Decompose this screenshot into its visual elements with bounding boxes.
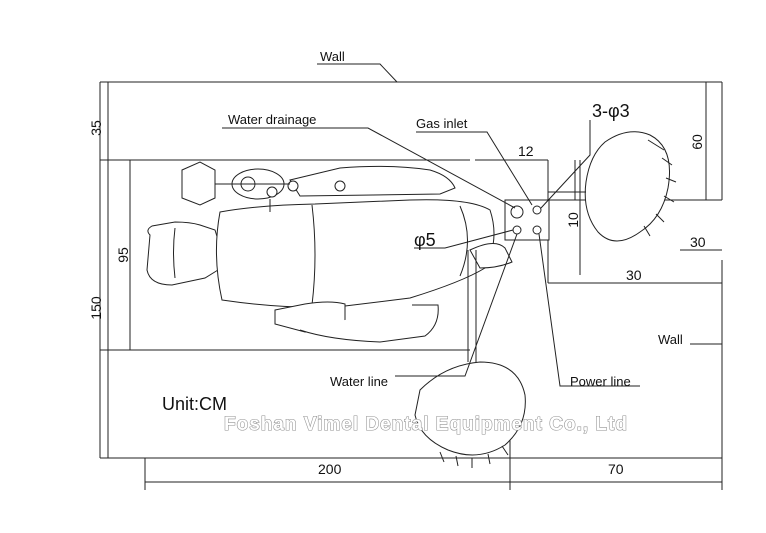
doctor-tray bbox=[548, 131, 677, 242]
water-drainage-label: Water drainage bbox=[228, 112, 316, 127]
unit-label: Unit:CM bbox=[162, 394, 227, 414]
dim-35: 35 bbox=[88, 120, 104, 136]
hole-5-label: φ5 bbox=[414, 230, 436, 250]
dim-12: 12 bbox=[518, 143, 534, 159]
holes-3-label: 3-φ3 bbox=[592, 101, 630, 121]
left-dimension-lines bbox=[100, 82, 470, 458]
company-watermark: Foshan Vimel Dental Equipment Co., Ltd bbox=[224, 414, 628, 435]
dim-150: 150 bbox=[88, 296, 104, 320]
dim-30-lower: 30 bbox=[626, 267, 642, 283]
dim-200: 200 bbox=[318, 461, 342, 477]
dim-95: 95 bbox=[115, 247, 131, 263]
dim-10: 10 bbox=[565, 212, 581, 228]
dim-70: 70 bbox=[608, 461, 624, 477]
dental-chair bbox=[146, 165, 513, 343]
spittoon-unit bbox=[181, 161, 290, 212]
dim-60: 60 bbox=[689, 134, 705, 150]
room-outline bbox=[99, 81, 723, 490]
leader-lines bbox=[222, 63, 723, 387]
assistant-tray bbox=[414, 250, 526, 468]
connection-box bbox=[504, 199, 550, 241]
wall-right-label: Wall bbox=[658, 332, 683, 347]
water-line-label: Water line bbox=[330, 374, 388, 389]
power-line-label: Power line bbox=[570, 374, 631, 389]
gas-inlet-label: Gas inlet bbox=[416, 116, 468, 131]
wall-top-label: Wall bbox=[320, 49, 345, 64]
dim-30-upper: 30 bbox=[690, 234, 706, 250]
